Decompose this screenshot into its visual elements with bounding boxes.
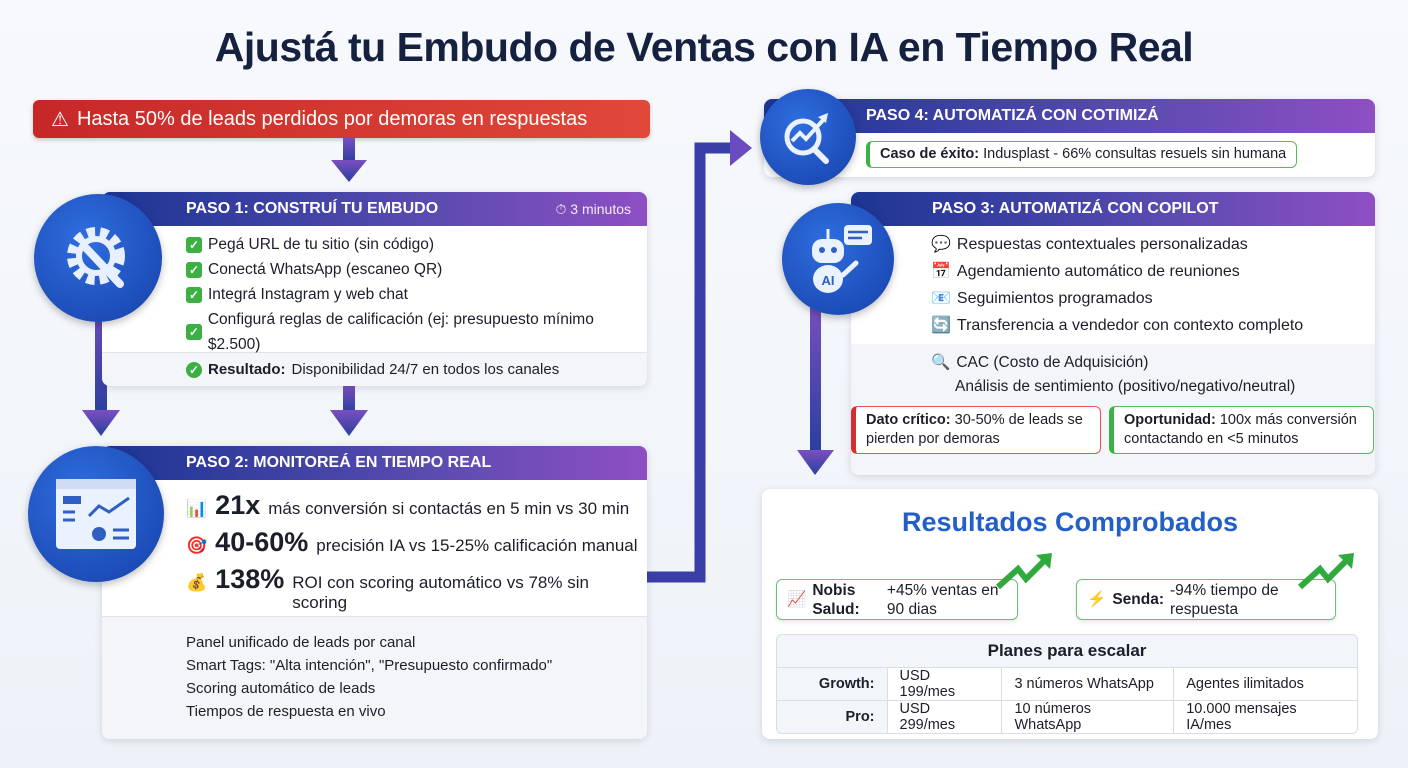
list-item: 🔄Transferencia a vendedor con contexto c… — [931, 312, 1375, 339]
results-title: Resultados Comprobados — [901, 507, 1239, 537]
ai-robot-icon: AI — [782, 203, 894, 315]
list-item: ✓Conectá WhatsApp (escaneo QR) — [186, 257, 647, 282]
list-item: ✓Integrá Instagram y web chat — [186, 282, 647, 307]
step1-header: PASO 1: CONSTRUÍ TU EMBUDO ⏱ 3 minutos — [102, 192, 647, 226]
check-icon: ✓ — [186, 261, 202, 278]
step1-result: ✓ Resultado:Disponibilidad 24/7 en todos… — [102, 352, 647, 386]
arrow-shaft — [810, 300, 821, 452]
list-item: ✓Pegá URL de tu sitio (sin código) — [186, 232, 647, 257]
trend-up-arrow-icon — [996, 553, 1052, 590]
arrow-shaft — [343, 386, 355, 412]
plans-title: Planes para escalar — [987, 641, 1147, 660]
check-icon: ✓ — [186, 236, 202, 253]
arrow-head — [331, 160, 367, 182]
arrow-head — [82, 410, 120, 436]
result-case: 📈Nobis Salud:+45% ventas en 90 dias — [776, 579, 1018, 620]
chart-up-icon: 📈 — [787, 591, 807, 608]
stat-row: 🎯40-60%precisión IA vs 15-25% calificaci… — [186, 527, 638, 557]
gear-wrench-icon — [34, 194, 162, 322]
arrow-head — [797, 450, 834, 475]
list-item: 📧Seguimientos programados — [931, 285, 1375, 312]
arrow-head — [330, 410, 368, 436]
lightning-icon: ⚡ — [1087, 591, 1107, 608]
trend-up-arrow-icon — [1298, 553, 1354, 590]
list-item: ✓Configurá reglas de calificación (ej: p… — [186, 307, 647, 357]
success-case-badge: Caso de éxito: Indusplast - 66% consulta… — [866, 141, 1298, 168]
stopwatch-icon: ⏱ — [555, 200, 571, 217]
list-item: 💬Respuestas contextuales personalizadas — [931, 231, 1375, 258]
list-item: Panel unificado de leads por canal — [186, 634, 416, 651]
step2-title: PASO 2: MONITOREÁ EN TIEMPO REAL — [186, 454, 492, 471]
list-item: Scoring automático de leads — [186, 680, 376, 697]
page-title: Ajustá tu Embudo de Ventas con IA en Tie… — [214, 24, 1194, 70]
arrow-shaft — [343, 138, 355, 162]
arrow-head — [730, 130, 752, 166]
critical-data-box: Dato crítico: 30-50% de leads se pierden… — [851, 406, 1101, 454]
check-icon: ✓ — [186, 324, 202, 340]
list-item: 📅Agendamiento automático de reuniones — [931, 258, 1375, 285]
step1-card: PASO 1: CONSTRUÍ TU EMBUDO ⏱ 3 minutos ✓… — [102, 192, 647, 386]
opportunity-box: Oportunidad: 100x más conversión contact… — [1109, 406, 1374, 454]
envelope-icon: 📧 — [931, 290, 951, 307]
step4-title: PASO 4: AUTOMATIZÁ CON COTIMIZÁ — [866, 107, 1159, 124]
analytics-search-icon — [760, 89, 856, 185]
result-case: ⚡Senda:-94% tiempo de respuesta — [1076, 579, 1336, 620]
list-item: Smart Tags: "Alta intención", "Presupues… — [186, 657, 553, 674]
step1-title: PASO 1: CONSTRUÍ TU EMBUDO — [186, 200, 439, 217]
connector-step2-step4 — [646, 142, 734, 583]
results-card: Resultados Comprobados 📈Nobis Salud:+45%… — [762, 489, 1378, 739]
warning-icon: ⚠ — [51, 108, 69, 131]
refresh-icon: 🔄 — [931, 317, 951, 334]
alert-banner: ⚠ Hasta 50% de leads perdidos por demora… — [33, 100, 650, 138]
stat-row: 💰138%ROI con scoring automático vs 78% s… — [186, 564, 589, 612]
bar-chart-icon: 📊 — [186, 499, 208, 518]
list-item: Tiempos de respuesta en vivo — [186, 703, 386, 720]
step2-features: Panel unificado de leads por canal Smart… — [102, 616, 647, 739]
step1-time: 3 minutos — [570, 200, 631, 217]
alert-text: Hasta 50% de leads perdidos por demoras … — [76, 107, 588, 130]
check-circle-icon: ✓ — [186, 361, 202, 378]
money-bag-icon: 💰 — [186, 573, 208, 592]
speech-bubble-icon: 💬 — [931, 236, 951, 253]
svg-text:AI: AI — [822, 273, 835, 288]
step4-card: PASO 4: AUTOMATIZÁ CON COTIMIZÁ Caso de … — [764, 99, 1375, 177]
step3-title: PASO 3: AUTOMATIZÁ CON COPILOT — [932, 200, 1219, 217]
magnifier-icon: 🔍 — [931, 354, 951, 371]
dashboard-icon — [28, 446, 164, 582]
check-icon: ✓ — [186, 286, 202, 303]
calendar-icon: 📅 — [931, 263, 951, 280]
target-icon: 🎯 — [186, 536, 208, 555]
